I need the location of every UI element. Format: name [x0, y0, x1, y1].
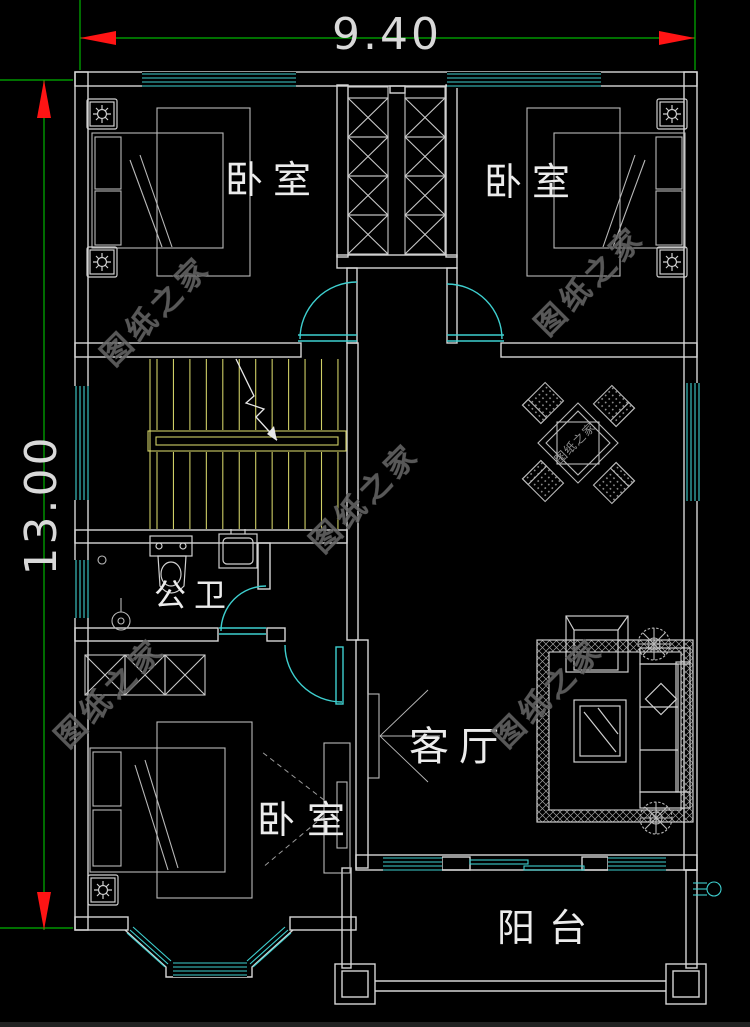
- dim-arrow-bottom: [37, 892, 51, 930]
- tv-cabinet-bedroom: [261, 742, 351, 874]
- floor-drain-icon: [97, 555, 107, 565]
- balcony-railing: [334, 963, 707, 1005]
- plant-icon: [639, 801, 673, 835]
- doors: [219, 281, 504, 705]
- windows: [74, 72, 701, 977]
- bottom-edge-strip: [0, 1022, 750, 1027]
- label-bathroom: 公卫: [154, 576, 234, 614]
- tv-living-room: [367, 689, 440, 783]
- balcony-drain-icon: [693, 881, 722, 897]
- dim-arrow-right: [659, 31, 695, 45]
- stair-direction-arrow: [267, 426, 277, 441]
- dim-arrow-left: [80, 31, 116, 45]
- walls: [74, 71, 698, 969]
- dining-set: [521, 381, 636, 505]
- label-bedroom-top-left: 卧室: [225, 158, 321, 202]
- dimension-height-label: 13.00: [16, 435, 67, 576]
- label-bedroom-top-right: 卧室: [484, 160, 580, 204]
- sink: [218, 529, 258, 569]
- plant-icon: [637, 627, 671, 661]
- label-living-room: 客厅: [409, 724, 509, 770]
- label-bedroom-bottom: 卧室: [257, 798, 357, 842]
- sofa-set: [536, 615, 694, 835]
- staircase: [147, 358, 347, 529]
- dimension-width-label: 9.40: [332, 9, 442, 60]
- dim-arrow-top: [37, 80, 51, 118]
- shower-icon: [111, 598, 131, 631]
- label-balcony: 阳台: [497, 906, 601, 950]
- bed-bottom: [89, 721, 253, 899]
- wardrobes: [84, 86, 446, 696]
- room-labels: 卧室 卧室 公卫 客厅 卧室 阳台: [154, 158, 601, 950]
- sliding-door: [469, 859, 585, 871]
- bed-top-left: [91, 107, 251, 277]
- dimensions: 9.40 13.00: [0, 0, 696, 930]
- bed-top-right: [526, 107, 686, 277]
- toilet: [149, 535, 193, 594]
